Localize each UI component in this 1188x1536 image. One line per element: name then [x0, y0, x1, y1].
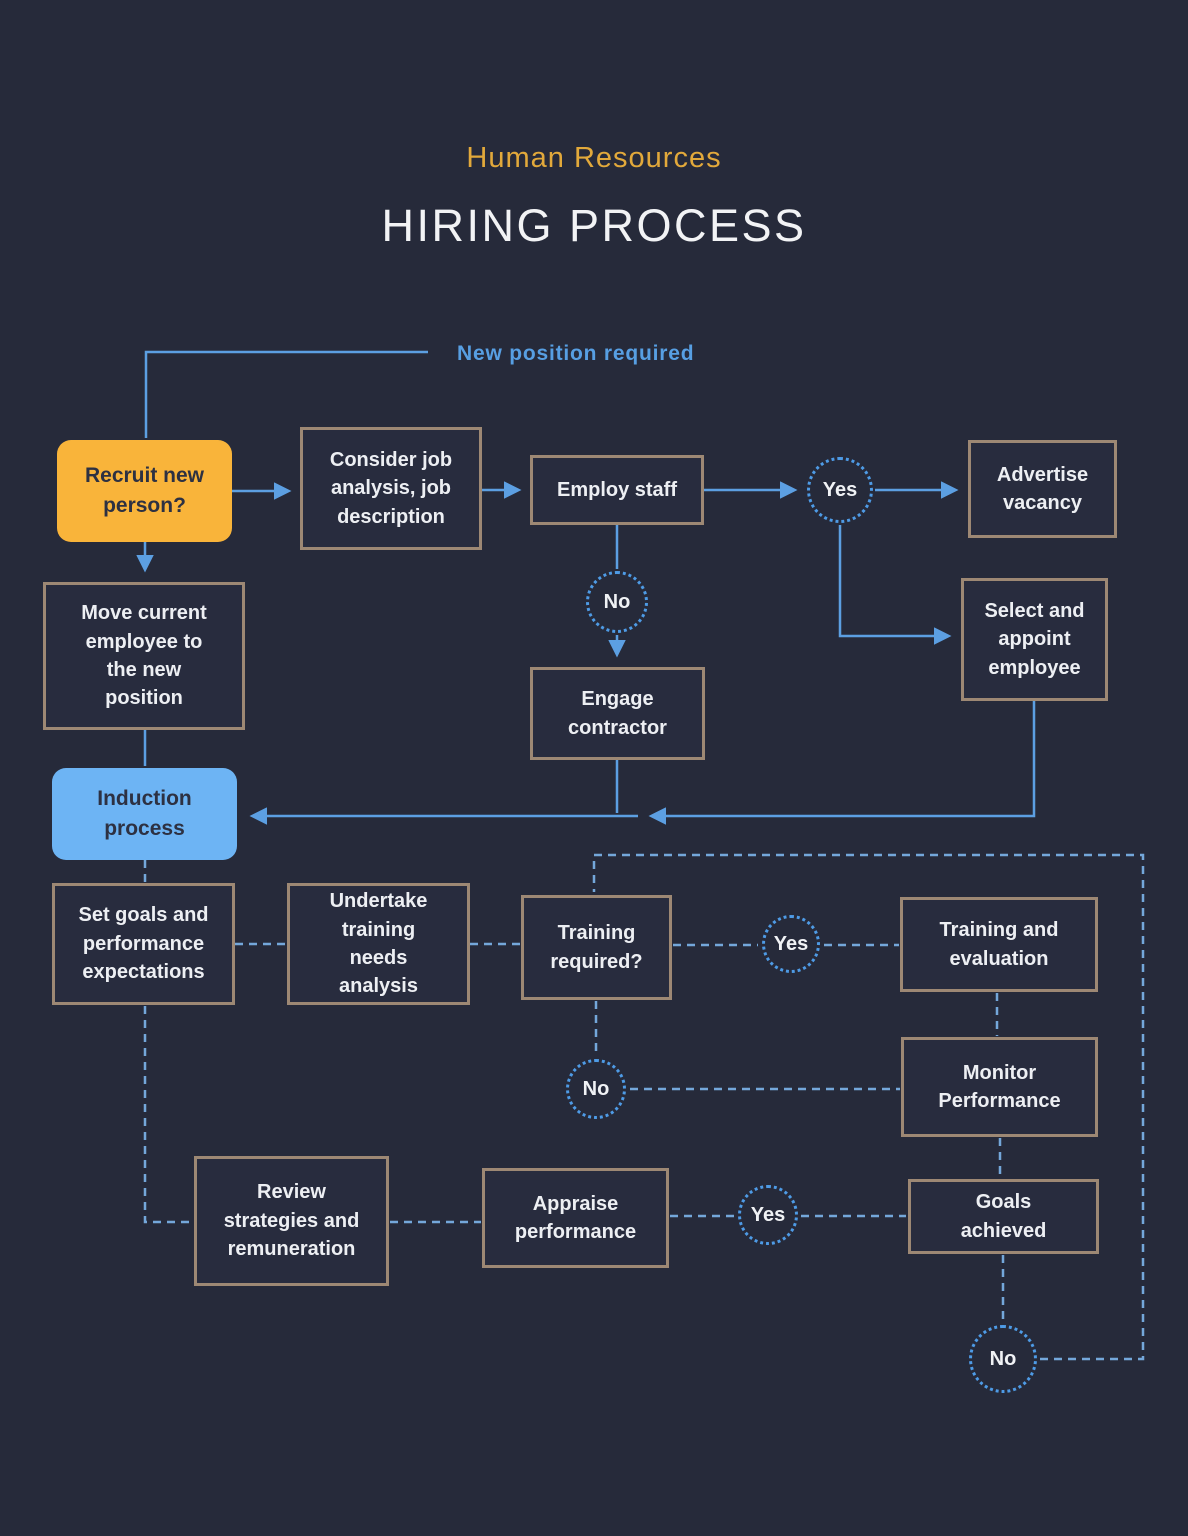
- connector-no-loop-to-trainingreq: [592, 853, 1145, 1361]
- node-label: Undertake training needs analysis: [329, 890, 428, 998]
- decision-no-bottom: No: [969, 1325, 1037, 1393]
- decision-label: Yes: [822, 478, 858, 501]
- node-label: Review strategies and remuneration: [223, 1181, 360, 1261]
- connector-new-position-to-recruit: [144, 350, 428, 438]
- node-consider-job-analysis: Consider job analysis, job description: [300, 427, 482, 550]
- decision-label: Yes: [773, 932, 809, 955]
- node-label: Induction process: [97, 787, 192, 840]
- node-training-and-evaluation: Training and evaluation: [900, 897, 1098, 992]
- node-select-appoint-employee: Select and appoint employee: [961, 578, 1108, 701]
- node-training-required: Training required?: [521, 895, 672, 1000]
- diagram-title: HIRING PROCESS: [381, 200, 807, 251]
- node-appraise-performance: Appraise performance: [482, 1168, 669, 1268]
- node-label: Employ staff: [556, 478, 678, 501]
- node-label: Recruit new person?: [84, 464, 205, 517]
- node-label: Set goals and performance expectations: [78, 904, 209, 984]
- decision-label: No: [603, 590, 631, 613]
- connector-setgoals-to-review: [143, 1006, 193, 1224]
- node-engage-contractor: Engage contractor: [530, 667, 705, 760]
- node-label: Engage contractor: [568, 688, 667, 739]
- node-label: Goals achieved: [960, 1191, 1047, 1242]
- decision-yes-top: Yes: [807, 457, 873, 523]
- node-review-strategies: Review strategies and remuneration: [194, 1156, 389, 1286]
- node-label: Training and evaluation: [939, 919, 1059, 970]
- node-move-current-employee: Move current employee to the new positio…: [43, 582, 245, 730]
- node-employ-staff: Employ staff: [530, 455, 704, 525]
- connector-yes-to-select: [838, 525, 952, 645]
- node-advertise-vacancy: Advertise vacancy: [968, 440, 1117, 538]
- decision-label: Yes: [750, 1203, 786, 1226]
- node-undertake-training-needs: Undertake training needs analysis: [287, 883, 470, 1005]
- connector-select-to-merge: [648, 701, 1036, 825]
- decision-no-middle: No: [566, 1059, 626, 1119]
- diagram-subtitle: Human Resources: [466, 142, 722, 174]
- node-label: Consider job analysis, job description: [329, 448, 453, 528]
- node-recruit-new-person: Recruit new person?: [57, 440, 232, 542]
- node-induction-process: Induction process: [52, 768, 237, 860]
- node-label: Move current employee to the new positio…: [81, 602, 207, 710]
- new-position-required-label: New position required: [457, 342, 695, 365]
- decision-label: No: [582, 1077, 610, 1100]
- decision-yes-bottom: Yes: [738, 1185, 798, 1245]
- node-label: Training required?: [550, 922, 643, 973]
- node-label: Advertise vacancy: [996, 463, 1089, 514]
- decision-no-top: No: [586, 571, 648, 633]
- node-goals-achieved: Goals achieved: [908, 1179, 1099, 1254]
- node-label: Monitor Performance: [938, 1061, 1061, 1112]
- node-label: Select and appoint employee: [984, 599, 1085, 679]
- node-monitor-performance: Monitor Performance: [901, 1037, 1098, 1137]
- node-label: Appraise performance: [514, 1192, 637, 1243]
- node-set-goals-expectations: Set goals and performance expectations: [52, 883, 235, 1005]
- decision-yes-middle: Yes: [762, 915, 820, 973]
- decision-label: No: [989, 1347, 1017, 1370]
